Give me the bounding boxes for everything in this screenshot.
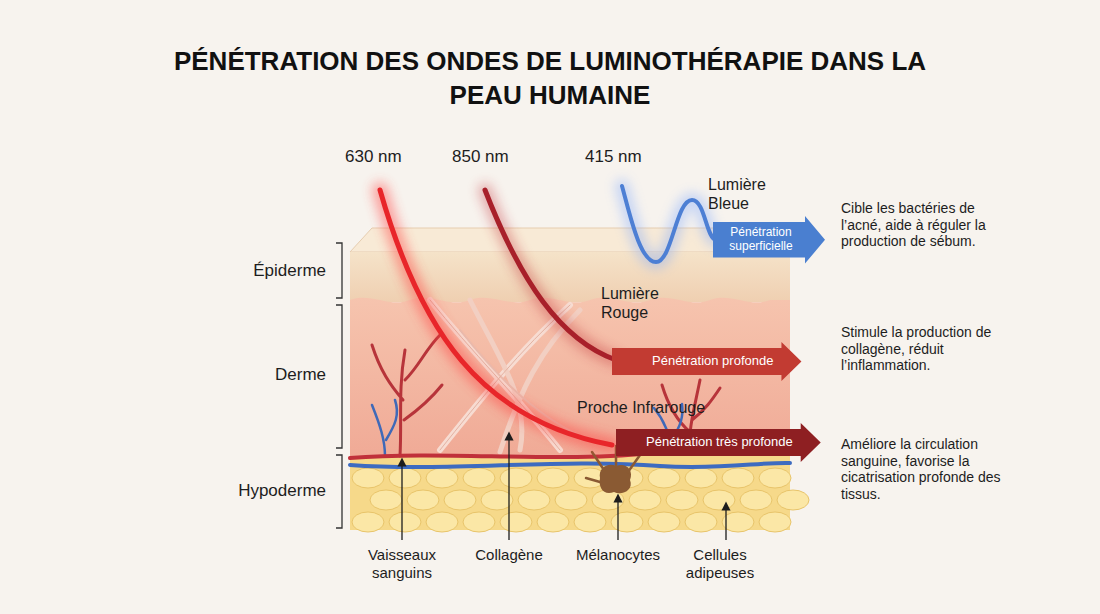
fat-cell [407,490,439,510]
fat-cells [352,468,809,532]
band-label: Pénétration superficielle [721,226,801,254]
arrow-fill [616,423,821,462]
fat-cell [777,490,809,510]
fat-cell [648,468,680,488]
blood-vessels [350,463,790,467]
fat-cell [537,468,569,488]
light-rays [485,190,616,360]
light-name: Lumière Bleue [708,176,798,214]
layer-brackets [336,243,342,298]
arrow-fill [612,342,801,381]
light-rays [622,186,716,262]
arrow-fill [713,216,825,264]
fat-cell [722,512,754,532]
fat-cell [740,490,772,510]
wavelength: 415 nm [585,147,642,167]
part-name: Mélanocytes [563,546,673,564]
fat-cell [500,512,532,532]
fat-cell [574,512,606,532]
band-label: Pénétration très profonde [646,435,793,450]
light-name: Proche Infrarouge [577,399,705,418]
fat-cell [648,512,680,532]
leader-arrows [725,506,726,540]
light-name: Lumière Rouge [601,285,681,323]
skin-layers [350,228,809,532]
fat-cell [444,490,476,510]
fat-cell [481,490,513,510]
fat-cell [611,512,643,532]
fat-cell [685,468,717,488]
leader-arrows [617,498,618,540]
layer-name: Derme [275,365,326,385]
fat-cell [352,512,384,532]
fat-cell [759,512,791,532]
fat-cell [389,512,421,532]
part-name: Cellules adipeuses [675,546,765,581]
wavelength: 630 nm [345,147,402,167]
blood-vessels [372,400,397,456]
fat-cell [685,512,717,532]
part-name: Collagène [459,546,559,564]
fat-cell [666,490,698,510]
layer-name: Épiderme [253,261,326,281]
arrow-band: Pénétration superficielle [713,222,825,258]
layer-name: Hypoderme [238,481,326,501]
layer-brackets [336,305,342,448]
fat-cell [389,468,421,488]
fat-cell [759,468,791,488]
fat-cell [500,468,532,488]
fat-cell [703,490,735,510]
part-name: Vaisseaux sanguins [357,546,447,581]
effect-note: Cible les bactéries de l’acné, aide à ré… [841,200,1006,250]
fat-cell [722,468,754,488]
title: PÉNÉTRATION DES ONDES DE LUMINOTHÉRAPIE … [160,44,940,113]
effect-note: Stimule la production de collagène, rédu… [841,324,1031,374]
leader-arrows [508,436,509,540]
fat-cell [352,468,384,488]
fat-cell [518,490,550,510]
fat-cell [555,490,587,510]
light-rays [622,186,716,262]
fat-cell [426,512,458,532]
layer-brackets [336,243,342,528]
arrow-band: Pénétration très profonde [616,429,821,456]
fat-cell [463,512,495,532]
fat-cell [370,490,402,510]
arrow-band: Pénétration profonde [612,348,801,375]
light-rays [485,190,616,360]
leader-arrows [401,462,402,540]
effect-note: Améliore la circulation sanguine, favori… [841,436,1026,502]
fat-cell [537,512,569,532]
fat-cell [426,468,458,488]
wavelength: 850 nm [452,147,509,167]
light-rays [380,186,716,445]
layer-brackets [336,455,342,528]
blood-vessels [372,335,442,456]
band-label: Pénétration profonde [652,354,773,369]
fat-cell [629,490,661,510]
fat-cell [463,468,495,488]
